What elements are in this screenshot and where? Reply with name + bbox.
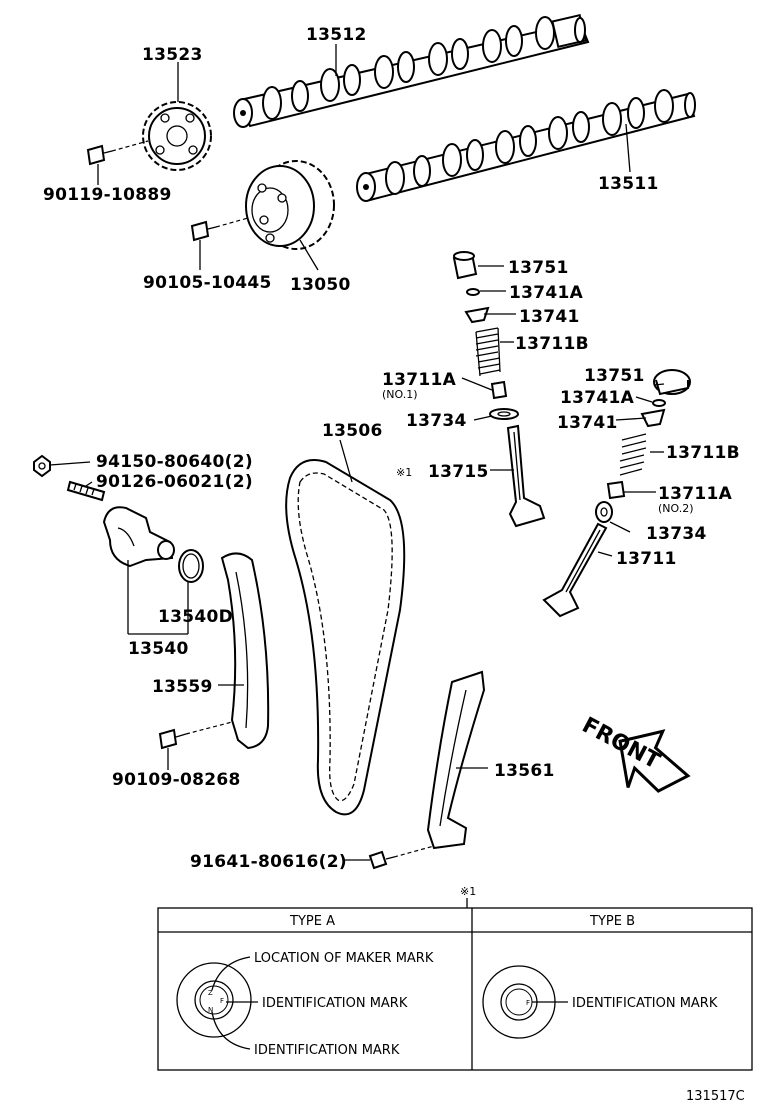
camshaft-sprocket-13523[interactable] xyxy=(142,101,212,171)
valve-face-type-a xyxy=(176,962,252,1038)
label-90109-08268: 90109-08268 xyxy=(112,770,241,790)
leader-lines xyxy=(49,44,665,861)
valve-spring-13711b-a[interactable] xyxy=(475,327,501,377)
label-13715: 13715 xyxy=(428,462,489,482)
label-13741a-a: 13741A xyxy=(509,283,584,303)
label-location-maker-mark: LOCATION OF MAKER MARK xyxy=(254,951,434,966)
valve-13711[interactable] xyxy=(542,522,608,618)
label-13711b-b: 13711B xyxy=(666,443,740,463)
label-13734-b: 13734 xyxy=(646,524,707,544)
id-mark-glyph-a: F xyxy=(220,997,224,1005)
label-13540d: 13540D xyxy=(158,607,233,627)
label-13711a-no2: 13711A xyxy=(658,484,733,504)
valve-shim-13741a-a[interactable] xyxy=(466,288,480,296)
spring-retainer-13741-a[interactable] xyxy=(464,306,490,324)
spring-retainer-13741-b[interactable] xyxy=(640,408,666,428)
valve-lifter-13751-b[interactable] xyxy=(653,369,691,396)
valve-spring-13711b-b[interactable] xyxy=(619,433,647,476)
vvt-gear-13050[interactable] xyxy=(245,160,335,250)
table-mark: ※1 xyxy=(460,885,476,898)
front-arrow-icon xyxy=(618,729,691,793)
label-13751-a: 13751 xyxy=(508,258,569,278)
label-90105-10445: 90105-10445 xyxy=(143,273,272,293)
label-13050: 13050 xyxy=(290,275,351,295)
nut-94150-80640[interactable] xyxy=(33,454,51,478)
label-13711a-no1-sub: (NO.1) xyxy=(382,388,418,401)
label-13711a-no1: 13711A xyxy=(382,370,457,390)
label-94150-80640: 94150-80640(2) xyxy=(96,452,253,472)
valve-washer-13734-a[interactable] xyxy=(489,408,519,420)
label-identification-mark-2: IDENTIFICATION MARK xyxy=(254,1043,400,1058)
label-13511: 13511 xyxy=(598,174,659,194)
label-13741-a: 13741 xyxy=(519,307,580,327)
valve-stem-seal-13711a-no1[interactable] xyxy=(490,380,508,400)
label-13715-mark: ※1 xyxy=(396,466,412,479)
label-90119-10889: 90119-10889 xyxy=(43,185,172,205)
valve-stem-seal-13711a-no2[interactable] xyxy=(606,480,626,500)
chain-guide-13561[interactable] xyxy=(426,670,486,850)
valve-washer-13734-b[interactable] xyxy=(595,501,613,523)
label-13561: 13561 xyxy=(494,761,555,781)
label-13734-a: 13734 xyxy=(406,411,467,431)
table-header-type-b: TYPE B xyxy=(589,914,635,929)
label-13751-b: 13751 xyxy=(584,366,645,386)
id-mark-glyph-a2: N xyxy=(208,1006,213,1014)
id-mark-glyph-b: F xyxy=(526,999,530,1007)
label-identification-mark-1: IDENTIFICATION MARK xyxy=(262,996,408,1011)
timing-chain-13506[interactable] xyxy=(285,459,406,816)
bolt-90119-10889[interactable] xyxy=(86,140,149,166)
label-13559: 13559 xyxy=(152,677,213,697)
chain-tensioner-13540[interactable] xyxy=(102,506,175,568)
label-13711: 13711 xyxy=(616,549,677,569)
bolt-91641-80616[interactable] xyxy=(368,845,435,870)
label-identification-mark-b: IDENTIFICATION MARK xyxy=(572,996,718,1011)
o-ring-13540d[interactable] xyxy=(178,549,204,583)
table-header-type-a: TYPE A xyxy=(289,914,335,929)
stud-bolt-90126-06021[interactable] xyxy=(66,480,106,502)
label-13711a-no2-sub: (NO.2) xyxy=(658,502,694,515)
label-13741-b: 13741 xyxy=(557,413,618,433)
valve-shim-13741a-b[interactable] xyxy=(652,399,666,407)
maker-mark-glyph: Z xyxy=(208,989,213,997)
figure-code: 131517C xyxy=(686,1089,745,1104)
label-13506: 13506 xyxy=(322,421,383,441)
bolt-90109-08268[interactable] xyxy=(158,721,233,750)
bolt-90105-10445[interactable] xyxy=(190,217,249,242)
camshaft-13512[interactable] xyxy=(233,13,590,128)
valve-lifter-13751-a[interactable] xyxy=(452,251,478,280)
label-13512: 13512 xyxy=(306,25,367,45)
chain-slipper-13559[interactable] xyxy=(220,552,270,750)
label-13523: 13523 xyxy=(142,45,203,65)
label-13741a-b: 13741A xyxy=(560,388,635,408)
label-90126-06021: 90126-06021(2) xyxy=(96,472,253,492)
label-13711b-a: 13711B xyxy=(515,334,589,354)
valve-13715[interactable] xyxy=(506,424,546,528)
identification-table xyxy=(157,907,753,1071)
label-91641-80616: 91641-80616(2) xyxy=(190,852,347,872)
label-13540: 13540 xyxy=(128,639,189,659)
camshaft-13511[interactable] xyxy=(356,89,696,202)
